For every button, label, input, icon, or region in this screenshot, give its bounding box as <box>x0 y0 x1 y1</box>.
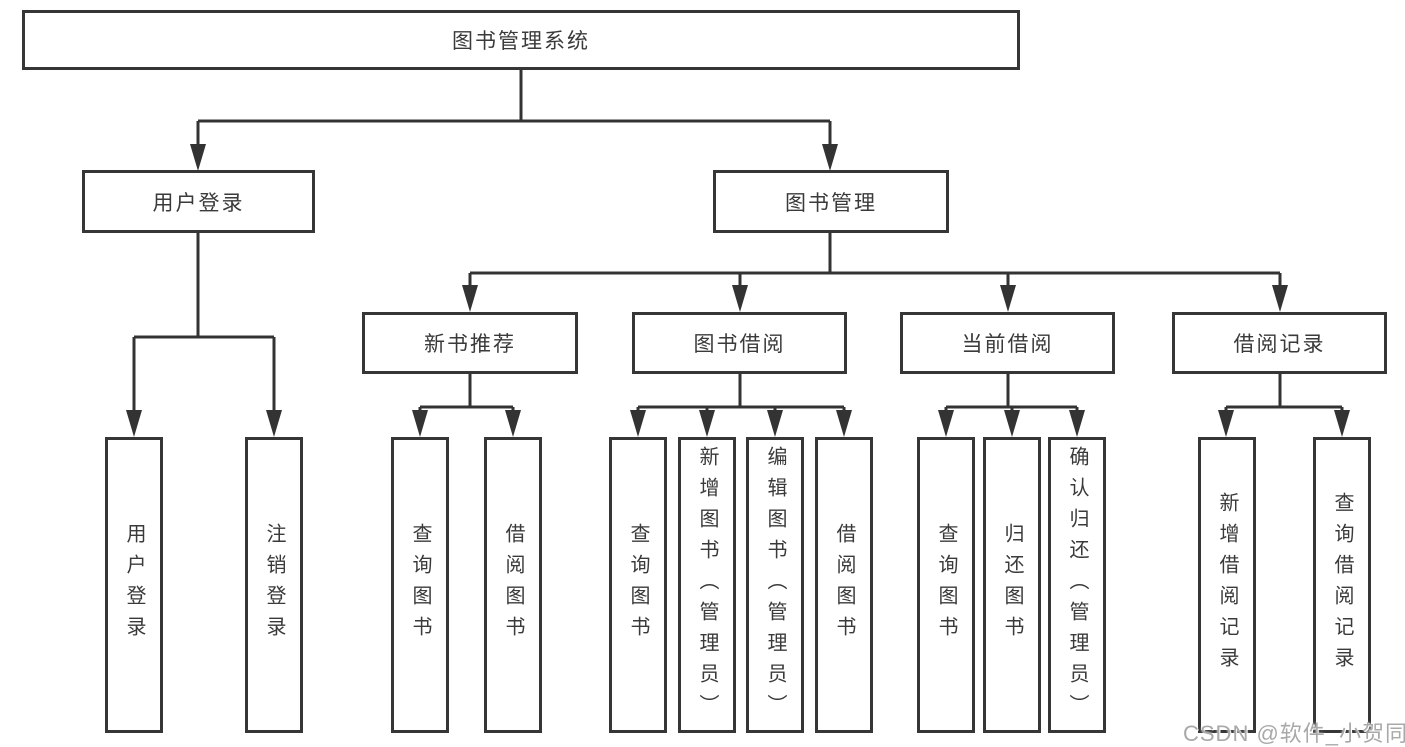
node-query-books-borrowing: 查询图书 <box>609 437 667 733</box>
node-label: 注销登录 <box>263 523 285 647</box>
node-label: 归还图书 <box>1001 523 1023 647</box>
node-label: 图书管理 <box>785 191 877 215</box>
node-logout: 注销登录 <box>245 437 303 733</box>
csdn-watermark: CSDN @软件_小贺同学 <box>1183 721 1405 746</box>
node-query-books-current: 查询图书 <box>917 437 975 733</box>
node-label: 当前借阅 <box>961 333 1054 356</box>
node-return-book: 归还图书 <box>983 437 1041 733</box>
node-label: 新书推荐 <box>424 333 516 356</box>
node-label: 用户登录 <box>123 523 145 647</box>
node-label: 编辑图书（管理员） <box>764 445 786 725</box>
node-label: 查询图书 <box>935 523 957 647</box>
node-borrow-books-recommend: 借阅图书 <box>484 437 542 733</box>
node-new-book-recommendation: 新书推荐 <box>362 312 578 374</box>
arrow-heads <box>126 144 1350 437</box>
node-label: 确认归还（管理员） <box>1066 445 1088 725</box>
node-user-login: 用户登录 <box>82 170 315 233</box>
node-add-book-admin: 新增图书（管理员） <box>678 437 736 733</box>
node-label: 查询图书 <box>627 523 649 647</box>
node-label: 查询借阅记录 <box>1331 492 1353 678</box>
node-edit-book-admin: 编辑图书（管理员） <box>746 437 804 733</box>
node-label: 借阅图书 <box>502 523 524 647</box>
node-borrowing-records: 借阅记录 <box>1172 312 1387 374</box>
node-library-management-system: 图书管理系统 <box>22 10 1020 70</box>
node-borrow-books: 借阅图书 <box>815 437 873 733</box>
node-label: 借阅记录 <box>1233 333 1326 356</box>
node-label: 借阅图书 <box>833 523 855 647</box>
node-label: 新增图书（管理员） <box>696 445 718 725</box>
node-label: 图书管理系统 <box>452 30 590 53</box>
node-book-management: 图书管理 <box>713 170 949 233</box>
node-query-books-recommend: 查询图书 <box>391 437 449 733</box>
node-label: 新增借阅记录 <box>1216 492 1238 678</box>
node-user-login-action: 用户登录 <box>105 437 163 733</box>
node-label: 查询图书 <box>409 523 431 647</box>
node-label: 图书借阅 <box>693 333 786 356</box>
node-query-borrow-record: 查询借阅记录 <box>1313 437 1371 733</box>
node-add-borrow-record: 新增借阅记录 <box>1198 437 1256 733</box>
node-current-borrowing: 当前借阅 <box>900 312 1115 374</box>
node-book-borrowing: 图书借阅 <box>632 312 847 374</box>
node-confirm-return-admin: 确认归还（管理员） <box>1048 437 1106 733</box>
node-label: 用户登录 <box>152 191 245 215</box>
